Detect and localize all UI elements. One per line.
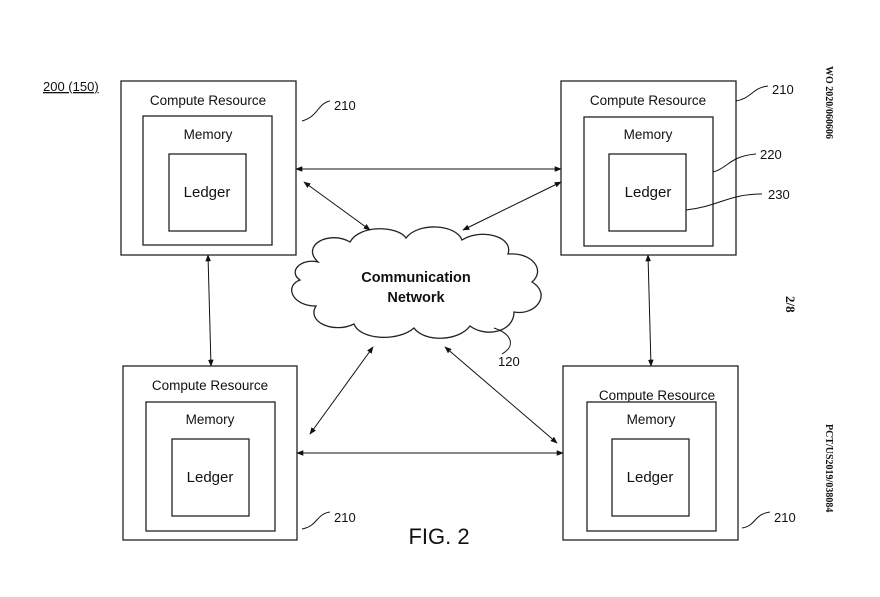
- ledger-label: Ledger: [184, 184, 231, 201]
- connection-bottom-left-to-network: [309, 346, 374, 435]
- compute-resource-top-left: Compute Resource Memory Ledger: [120, 80, 297, 256]
- ledger-box: [611, 438, 690, 517]
- ledger-box: [608, 153, 687, 232]
- compute-resource-title: Compute Resource: [599, 388, 715, 403]
- memory-label: Memory: [624, 127, 673, 142]
- compute-resource-bottom-left: Compute Resource Memory Ledger: [122, 365, 298, 541]
- reference-leader-line: [741, 511, 771, 529]
- cloud-shape: [291, 226, 542, 339]
- reference-leader-line: [735, 85, 769, 102]
- publication-number: WO 2020/060606: [823, 66, 834, 139]
- reference-number-230: 230: [768, 187, 790, 202]
- reference-number-220: 220: [760, 147, 782, 162]
- ledger-label: Ledger: [187, 469, 234, 486]
- ledger-reference-leader-line: [685, 193, 763, 211]
- connection-top-right-to-network: [462, 181, 562, 231]
- memory-reference-leader-line: [712, 153, 757, 173]
- communication-network-cloud: Communication Network: [291, 226, 542, 339]
- connection-top-left-to-network: [303, 181, 371, 231]
- ledger-label: Ledger: [625, 184, 672, 201]
- memory-label: Memory: [627, 412, 676, 427]
- connection-right: [645, 254, 654, 367]
- reference-number-210: 210: [772, 82, 794, 97]
- figure-label: FIG. 2: [408, 524, 469, 549]
- application-number: PCT/US2019/038084: [823, 424, 834, 512]
- ledger-label: Ledger: [627, 469, 674, 486]
- network-label-line1: Communication: [361, 270, 471, 286]
- memory-label: Memory: [186, 412, 235, 427]
- compute-resource-title: Compute Resource: [152, 378, 268, 393]
- reference-leader-line: [301, 511, 331, 530]
- connection-bottom-right-to-network: [444, 346, 558, 444]
- reference-number-210: 210: [334, 98, 356, 113]
- reference-leader-line: [301, 100, 331, 122]
- system-reference-label: 200 (150): [43, 79, 99, 94]
- reference-number-120: 120: [498, 354, 520, 369]
- page-number: 2/8: [783, 296, 798, 313]
- memory-label: Memory: [184, 127, 233, 142]
- compute-resource-title: Compute Resource: [590, 93, 706, 108]
- ledger-box: [168, 153, 247, 232]
- reference-number-210: 210: [334, 510, 356, 525]
- network-label-line2: Network: [387, 290, 445, 306]
- compute-resource-title: Compute Resource: [150, 93, 266, 108]
- reference-number-210: 210: [774, 510, 796, 525]
- ledger-box: [171, 438, 250, 517]
- connection-left: [205, 254, 214, 367]
- compute-resource-bottom-right: Compute Resource Memory Ledger: [562, 365, 739, 541]
- compute-resource-top-right: Compute Resource Memory Ledger: [560, 80, 737, 256]
